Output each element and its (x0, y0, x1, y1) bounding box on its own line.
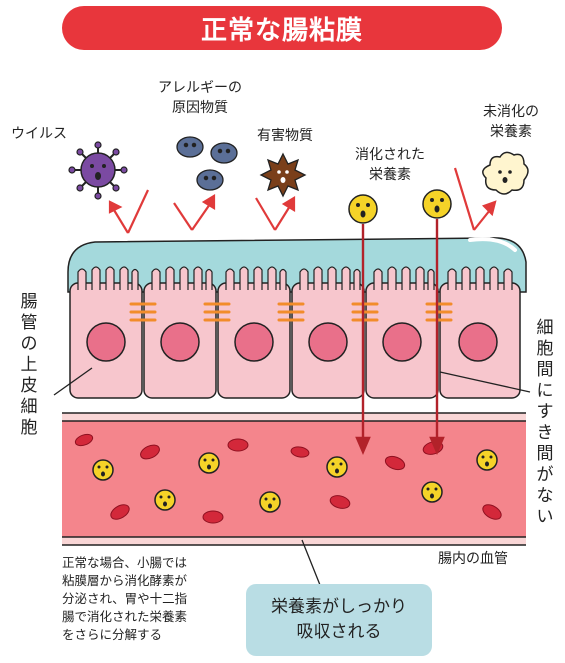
virus-icon (68, 141, 128, 200)
nutrient-icon (92, 459, 114, 481)
tight-junction (129, 302, 157, 322)
allergen-icons (176, 136, 238, 191)
red-blood-cell (227, 438, 249, 452)
label-undigested: 未消化の 栄養素 (470, 102, 552, 142)
cell-nucleus (382, 322, 422, 362)
nutrient-icon (326, 456, 348, 478)
red-blood-cell (290, 446, 310, 458)
cell-nucleus (86, 322, 126, 362)
tight-junction (277, 302, 305, 322)
label-digested-line1: 消化された (355, 147, 425, 163)
digested-nutrient-icons (348, 189, 452, 224)
nutrient-icon (348, 194, 378, 224)
absorption-arrow (355, 224, 371, 456)
absorption-arrow (429, 219, 445, 456)
label-digested-line2: 栄養素 (369, 167, 411, 183)
red-blood-cell (74, 433, 94, 447)
note-line: 腸で消化された栄養素 (62, 609, 188, 624)
harmful-substance-icon (259, 152, 307, 198)
label-allergen-line2: 原因物質 (172, 100, 228, 116)
red-blood-cell (110, 504, 130, 520)
red-blood-cell (384, 455, 406, 471)
allergen-icon (176, 136, 204, 158)
nutrient-icon (421, 481, 443, 503)
tight-junctions (129, 302, 453, 322)
nutrient-icon (198, 452, 220, 474)
cell-nucleus (308, 322, 348, 362)
label-allergen-line1: アレルギーの (158, 80, 242, 96)
cell-nucleus (160, 322, 200, 362)
label-allergen: アレルギーの 原因物質 (150, 78, 250, 118)
label-no-gap: 細胞間にすき間がない (536, 318, 554, 527)
label-epithelial-cells: 腸管の上皮細胞 (20, 292, 38, 438)
nutrient-icon (476, 449, 498, 471)
absorption-callout: 栄養素がしっかり 吸収される (246, 584, 432, 656)
repelled-arrow (453, 167, 497, 231)
tight-junction (425, 302, 453, 322)
absorbed-nutrients (92, 449, 498, 513)
tight-junction (351, 302, 379, 322)
label-blood-vessel: 腸内の血管 (438, 551, 508, 567)
note-line: 粘膜層から消化酵素が (62, 573, 188, 588)
label-undigested-line1: 未消化の (483, 104, 539, 120)
red-blood-cell (329, 495, 351, 509)
microvilli (77, 266, 513, 290)
cell-nucleus (234, 322, 274, 362)
callout-line2: 吸収される (296, 622, 382, 642)
note-line: 正常な場合、小腸では (62, 555, 188, 570)
nutrient-icon (259, 491, 281, 513)
callout-line1: 栄養素がしっかり (271, 597, 407, 617)
page-title: 正常な腸粘膜 (62, 6, 502, 50)
label-digested: 消化された 栄養素 (345, 145, 435, 185)
repelled-arrow (108, 189, 149, 234)
cell-nuclei (86, 322, 498, 362)
nutrient-icon (154, 489, 176, 511)
undigested-nutrient-icon (482, 151, 529, 195)
cell-nucleus (458, 322, 498, 362)
absorption-arrows (355, 219, 445, 456)
allergen-icon (196, 169, 224, 191)
label-undigested-line2: 栄養素 (490, 124, 532, 140)
nutrient-icon (422, 189, 452, 219)
blood-vessel (62, 412, 526, 546)
repelled-arrows (108, 167, 497, 234)
repelled-arrow (255, 196, 296, 231)
epithelial-cells (69, 282, 521, 399)
label-virus: ウイルス (11, 126, 67, 142)
note-line: 分泌され、胃や十二指 (62, 591, 188, 606)
leader-lines (53, 367, 531, 586)
note-line: をさらに分解する (62, 627, 163, 642)
allergen-icon (210, 142, 238, 164)
repelled-arrow (173, 194, 216, 231)
label-harmful: 有害物質 (257, 128, 313, 144)
red-blood-cells (74, 433, 502, 524)
tight-junction (203, 302, 231, 322)
red-blood-cell (140, 444, 160, 460)
explanation-note: 正常な場合、小腸では 粘膜層から消化酵素が 分泌され、胃や十二指 腸で消化された… (62, 554, 242, 644)
red-blood-cell (482, 504, 502, 520)
red-blood-cell (202, 510, 224, 524)
